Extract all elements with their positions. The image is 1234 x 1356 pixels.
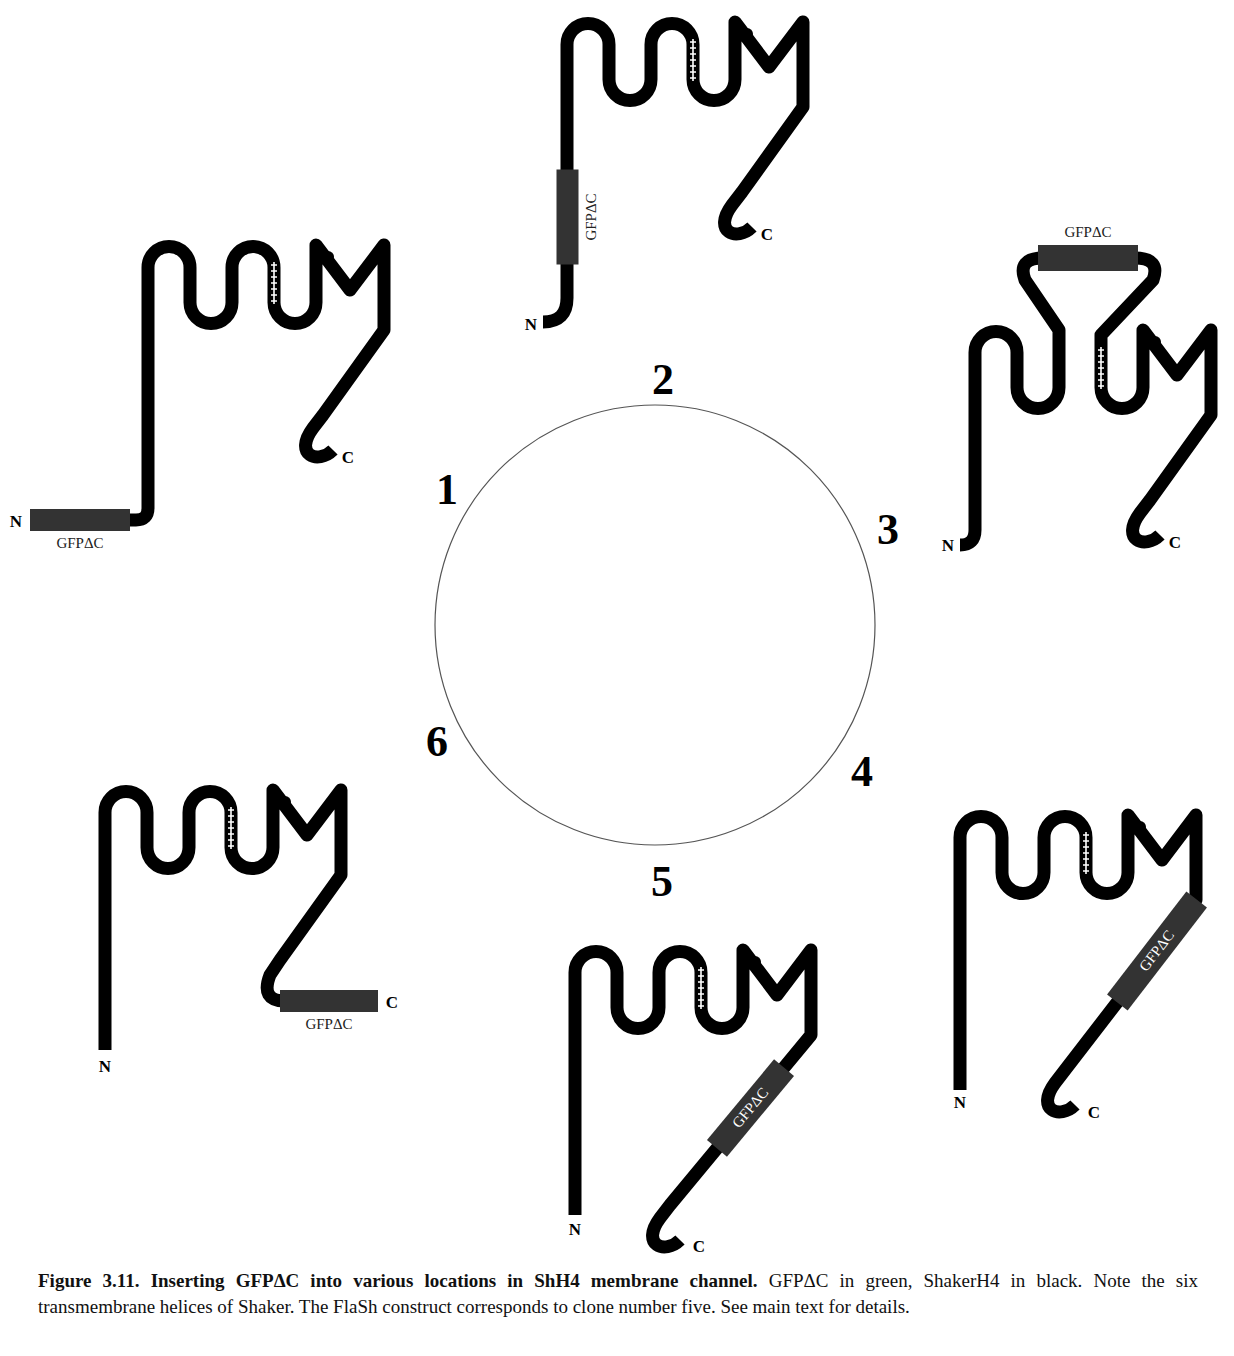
pore-dot	[1149, 336, 1161, 348]
pore-dot	[279, 796, 291, 808]
gfp-label: GFPΔC	[56, 535, 103, 552]
terminus-label: C	[1169, 533, 1181, 552]
charge-marks	[1098, 347, 1104, 389]
clone-number: 2	[652, 357, 674, 403]
terminus-label: N	[10, 512, 22, 531]
terminus-label: N	[99, 1057, 111, 1076]
terminus-label: C	[1088, 1103, 1100, 1122]
gfp-band: GFPΔC	[1107, 892, 1207, 1011]
protein-chain	[960, 258, 1211, 545]
terminus-label: N	[954, 1093, 966, 1112]
clone-number: 3	[877, 507, 899, 553]
gfp-band: GFPΔC	[1038, 245, 1138, 271]
gfp-label: GFPΔC	[1064, 224, 1111, 241]
clone-circle	[435, 405, 875, 845]
charge-marks	[698, 967, 704, 1009]
charge-marks	[228, 807, 234, 849]
gfp-band: GFPΔC	[706, 1059, 793, 1156]
gfp-label: GFPΔC	[728, 1084, 771, 1131]
clone-2-topology	[543, 22, 803, 322]
protein-chain	[575, 950, 811, 1247]
terminus-label: C	[693, 1237, 705, 1256]
figure-title: Figure 3.11. Inserting GFPΔC into variou…	[38, 1270, 758, 1291]
terminus-label: C	[386, 993, 398, 1012]
charge-marks	[690, 39, 696, 81]
terminus-label: C	[342, 448, 354, 467]
clone-number: 4	[851, 749, 873, 795]
pore-dot	[1134, 821, 1146, 833]
protein-chain	[118, 245, 384, 520]
pore-dot	[322, 251, 334, 263]
charge-marks	[271, 262, 277, 304]
pore-dot	[749, 956, 761, 968]
clone-number: 1	[436, 467, 458, 513]
gfp-band: GFPΔC	[30, 509, 130, 531]
terminus-label: N	[525, 315, 537, 334]
clone-1-topology	[118, 245, 384, 520]
terminus-label: N	[569, 1220, 581, 1239]
figure-caption-block: Figure 3.11. Inserting GFPΔC into variou…	[38, 1268, 1198, 1320]
gfp-band: GFPΔC	[556, 170, 578, 265]
clone-number: 5	[651, 859, 673, 905]
pore-dot	[741, 28, 753, 40]
terminus-label: C	[761, 225, 773, 244]
gfp-label: GFPΔC	[1136, 927, 1178, 975]
clone-number: 6	[426, 719, 448, 765]
gfp-band: GFPΔC	[280, 990, 378, 1012]
gfp-label: GFPΔC	[305, 1016, 352, 1033]
charge-marks	[1083, 832, 1089, 874]
gfp-label: GFPΔC	[582, 193, 599, 240]
protein-chain	[543, 22, 803, 322]
clone-5-topology	[575, 950, 811, 1247]
terminus-label: N	[942, 536, 954, 555]
clone-3-topology	[960, 258, 1211, 545]
